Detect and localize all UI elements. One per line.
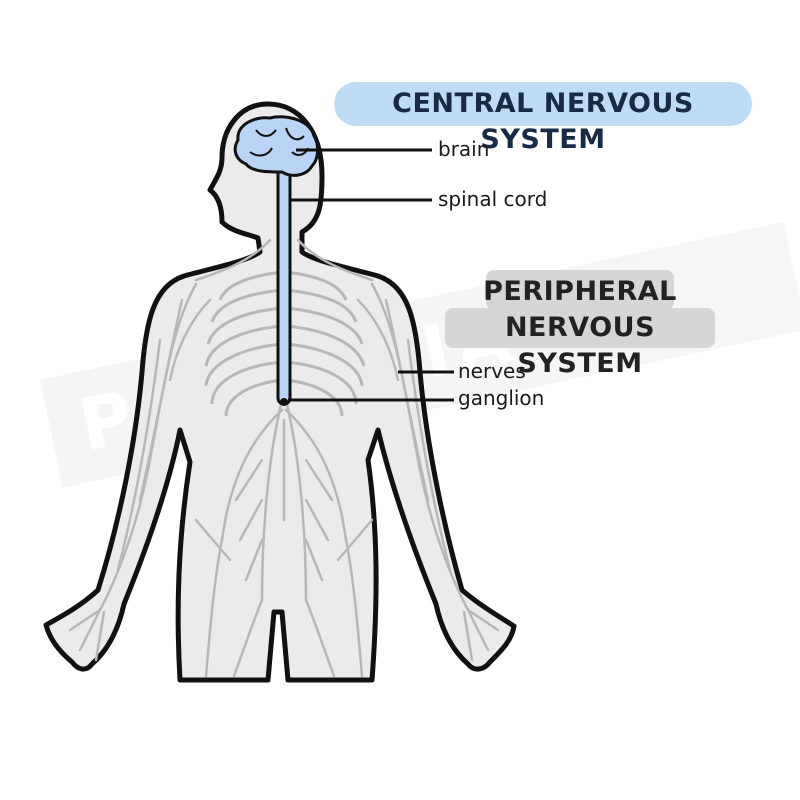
- cns-heading-pill: [334, 82, 752, 126]
- nerves-label: nerves: [458, 359, 526, 383]
- pns-heading-line1: PERIPHERAL: [483, 276, 677, 307]
- spinal-cord: [276, 166, 292, 406]
- spinal-cord-label: spinal cord: [438, 187, 548, 211]
- rib-cage: [204, 270, 366, 417]
- pns-heading-line2: NERVOUS SYSTEM: [504, 312, 656, 379]
- pns-heading: PERIPHERAL NERVOUS SYSTEM: [440, 274, 720, 382]
- pns-heading-pill-top: [486, 270, 674, 310]
- peripheral-nerves: [68, 238, 500, 678]
- leader-lines: [288, 148, 454, 402]
- pns-heading-pill-bottom: [445, 308, 715, 348]
- brain-folds: [249, 127, 309, 157]
- ganglion-label: ganglion: [458, 386, 545, 410]
- ganglion-node: [280, 398, 288, 406]
- body-outline: [43, 101, 517, 683]
- brain: [233, 115, 320, 177]
- cns-heading: CENTRAL NERVOUS SYSTEM: [392, 88, 694, 155]
- brain-label: brain: [438, 137, 490, 161]
